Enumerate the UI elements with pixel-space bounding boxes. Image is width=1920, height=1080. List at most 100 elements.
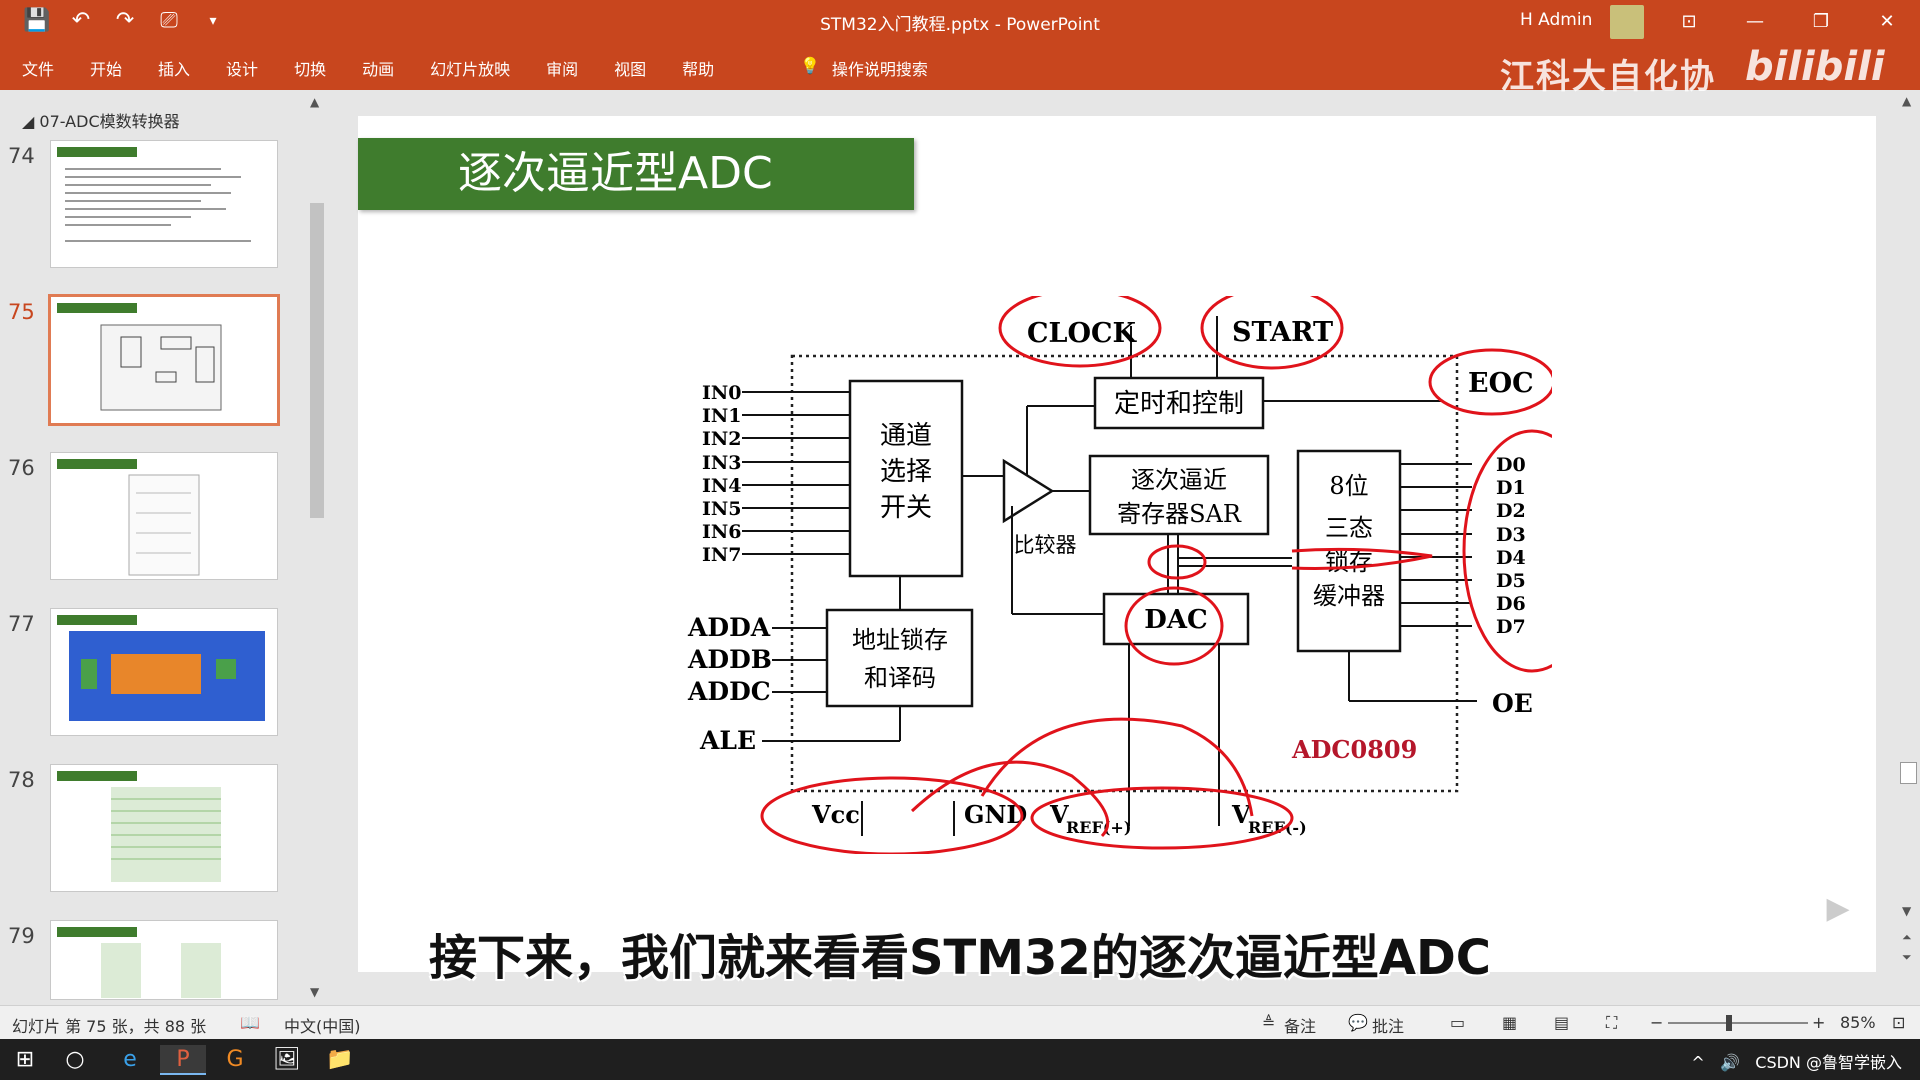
tab-file[interactable]: 文件 bbox=[22, 60, 55, 79]
zoom-out-icon[interactable]: − bbox=[1650, 1013, 1664, 1032]
normal-view-icon[interactable]: ▭ bbox=[1450, 1013, 1466, 1032]
save-icon[interactable]: 💾 bbox=[23, 8, 51, 33]
thumbnail-75[interactable]: 75 bbox=[0, 294, 290, 436]
tray-chevron-icon[interactable]: ^ bbox=[1691, 1053, 1705, 1072]
photos-icon[interactable]: 🖼 bbox=[273, 1047, 301, 1072]
slideshow-icon[interactable]: ⛶ bbox=[1606, 1013, 1618, 1032]
thumb-title-bar bbox=[57, 459, 137, 469]
undo-icon[interactable]: ↶ bbox=[71, 8, 91, 33]
thumbnail-76[interactable]: 76 bbox=[0, 452, 290, 592]
tab-slideshow[interactable]: 幻灯片放映 bbox=[430, 60, 511, 79]
slide-sorter-icon[interactable]: ▦ bbox=[1502, 1013, 1518, 1032]
spellcheck-icon[interactable]: 📖 bbox=[240, 1013, 260, 1032]
user-name[interactable]: H Admin bbox=[1520, 10, 1593, 30]
zoom-slider[interactable] bbox=[1668, 1015, 1808, 1031]
eoc-annotation bbox=[1428, 348, 1552, 416]
slide-thumb[interactable] bbox=[50, 764, 278, 892]
present-icon[interactable]: ⎚ bbox=[160, 8, 178, 33]
slide-number: 79 bbox=[8, 924, 35, 948]
tab-design[interactable]: 设计 bbox=[226, 60, 259, 79]
tab-home[interactable]: 开始 bbox=[90, 60, 123, 79]
title-bar: 💾 ↶ ↷ ⎚ ▾ STM32入门教程.pptx - PowerPoint H … bbox=[0, 0, 1920, 44]
powerpoint-icon[interactable]: P bbox=[160, 1045, 206, 1075]
output-label-1: D1 bbox=[1496, 477, 1526, 499]
thumb-diagram bbox=[100, 324, 222, 411]
language-indicator[interactable]: 中文(中国) bbox=[284, 1017, 361, 1036]
vref-plus-label: V bbox=[1049, 800, 1069, 829]
tab-animations[interactable]: 动画 bbox=[362, 60, 395, 79]
slide-thumb[interactable] bbox=[50, 920, 278, 1000]
redo-icon[interactable]: ↷ bbox=[115, 8, 135, 33]
scrollbar-thumb[interactable] bbox=[310, 203, 324, 518]
next-slide-icon[interactable]: ⏷ bbox=[1902, 950, 1912, 964]
windows-start-icon[interactable]: ⊞ bbox=[15, 1047, 35, 1072]
editor-scrollbar[interactable]: ▲ ▼ ⏶ ⏷ bbox=[1897, 92, 1920, 1005]
document-title: STM32入门教程.pptx - PowerPoint bbox=[820, 15, 1100, 35]
thumb-title-bar bbox=[57, 147, 137, 157]
cortana-icon[interactable]: ○ bbox=[65, 1047, 85, 1072]
slide-thumb-active[interactable] bbox=[48, 294, 280, 426]
adc0809-diagram[interactable]: 通道 选择 开关 地址锁存 和译码 定时和控制 逐次逼近 寄存器SAR DAC … bbox=[682, 296, 1552, 854]
ale-label: ALE bbox=[699, 726, 756, 755]
section-header[interactable]: ◢ 07-ADC模数转换器 bbox=[22, 112, 180, 131]
slide-number: 77 bbox=[8, 612, 35, 636]
slide-number: 78 bbox=[8, 768, 35, 792]
output-label-7: D7 bbox=[1496, 616, 1526, 638]
edge-icon[interactable]: e bbox=[123, 1047, 137, 1072]
vref-minus-label: V bbox=[1231, 800, 1251, 829]
scroll-up-icon[interactable]: ▲ bbox=[310, 95, 320, 109]
output-label-2: D2 bbox=[1496, 500, 1526, 522]
restore-icon[interactable]: ❐ bbox=[1812, 11, 1830, 32]
slide-thumb[interactable] bbox=[50, 452, 278, 580]
thumbnail-77[interactable]: 77 bbox=[0, 608, 290, 748]
tell-me-search[interactable]: 💡 操作说明搜索 bbox=[800, 56, 928, 80]
zoom-in-icon[interactable]: + bbox=[1812, 1013, 1826, 1032]
scroll-down-icon[interactable]: ▼ bbox=[310, 985, 320, 999]
tab-view[interactable]: 视图 bbox=[614, 60, 647, 79]
comments-button[interactable]: 批注 bbox=[1372, 1017, 1405, 1036]
avatar[interactable] bbox=[1610, 5, 1644, 39]
timing-label: 定时和控制 bbox=[1114, 389, 1244, 419]
chip-name-label: ADC0809 bbox=[1291, 735, 1417, 764]
customize-icon[interactable]: ▾ bbox=[209, 12, 217, 29]
comments-icon[interactable]: 💬 bbox=[1348, 1013, 1368, 1032]
slide-thumb[interactable] bbox=[50, 608, 278, 736]
ribbon-display-icon[interactable]: ⊡ bbox=[1681, 11, 1697, 32]
tab-transitions[interactable]: 切换 bbox=[294, 60, 327, 79]
thumbnail-78[interactable]: 78 bbox=[0, 764, 290, 904]
slide-title[interactable]: 逐次逼近型ADC bbox=[358, 138, 914, 210]
addr-label-c: ADDC bbox=[687, 677, 771, 706]
play-icon[interactable]: ▶ bbox=[1806, 880, 1870, 938]
scroll-down-icon[interactable]: ▼ bbox=[1902, 904, 1912, 918]
zoom-level[interactable]: 85% bbox=[1840, 1013, 1876, 1032]
slide-thumb[interactable] bbox=[50, 140, 278, 268]
buffer-label-1: 8位 bbox=[1329, 472, 1368, 500]
tab-help[interactable]: 帮助 bbox=[682, 60, 715, 79]
reading-view-icon[interactable]: ▤ bbox=[1554, 1013, 1570, 1032]
tab-insert[interactable]: 插入 bbox=[158, 60, 191, 79]
notes-icon[interactable]: ≜ bbox=[1262, 1013, 1276, 1032]
app-icon[interactable]: G bbox=[226, 1047, 244, 1072]
thumbnail-79[interactable]: 79 bbox=[0, 920, 290, 1060]
tab-review[interactable]: 审阅 bbox=[546, 60, 579, 79]
addr-label-a: ADDA bbox=[687, 613, 771, 642]
thumbnail-74[interactable]: 74 bbox=[0, 140, 290, 280]
thumb-title-bar bbox=[57, 927, 137, 937]
dac-label: DAC bbox=[1144, 605, 1207, 635]
previous-slide-icon[interactable]: ⏶ bbox=[1902, 930, 1912, 944]
scrollbar-thumb[interactable] bbox=[1900, 762, 1917, 784]
thumbnail-scrollbar[interactable]: ▲ ▼ bbox=[306, 93, 328, 1005]
start-label: START bbox=[1232, 317, 1333, 348]
volume-icon[interactable]: 🔊 bbox=[1720, 1053, 1741, 1072]
minimize-icon[interactable]: — bbox=[1746, 11, 1764, 32]
sar-label-2: 寄存器SAR bbox=[1117, 500, 1242, 528]
file-explorer-icon[interactable]: 📁 bbox=[326, 1047, 354, 1072]
vref-annotation bbox=[1030, 786, 1294, 850]
scroll-up-icon[interactable]: ▲ bbox=[1902, 94, 1912, 108]
fit-slide-icon[interactable]: ⊡ bbox=[1892, 1013, 1906, 1032]
close-icon[interactable]: ✕ bbox=[1879, 11, 1895, 32]
zoom-slider-thumb[interactable] bbox=[1726, 1015, 1732, 1031]
notes-button[interactable]: 备注 bbox=[1284, 1017, 1317, 1036]
mux-label-3: 开关 bbox=[880, 493, 932, 523]
slide-count: 幻灯片 第 75 张，共 88 张 bbox=[12, 1017, 207, 1036]
